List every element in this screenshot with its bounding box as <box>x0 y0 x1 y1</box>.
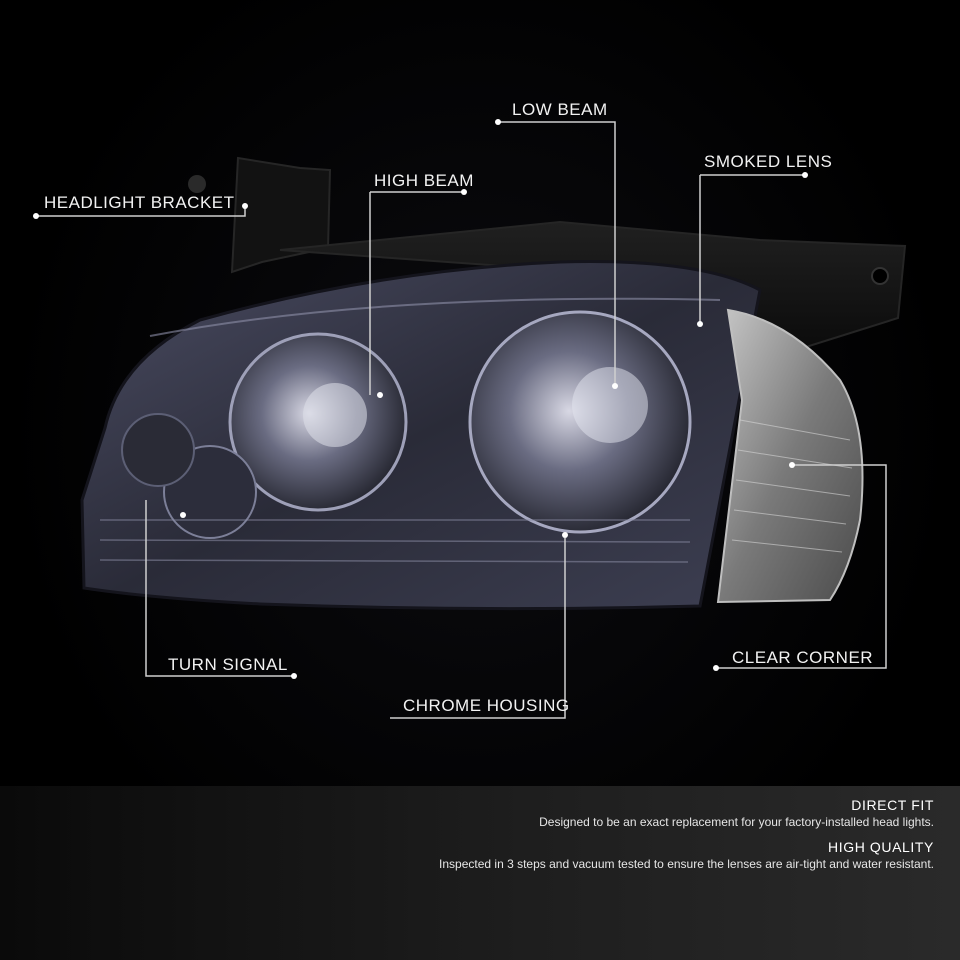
chrome-trim <box>149 297 721 337</box>
headlight-bracket-shape <box>230 156 332 274</box>
feature-band: DIRECT FIT Designed to be an exact repla… <box>0 786 960 960</box>
bracket-bolt <box>188 175 206 193</box>
low-beam-projector <box>572 367 648 443</box>
clear-corner-lamp <box>716 308 864 604</box>
callout-lines <box>36 121 887 719</box>
rear-mount-hole <box>871 267 889 285</box>
callout-smoked-lens: SMOKED LENS <box>704 152 833 171</box>
feature-description-high-quality: Inspected in 3 steps and vacuum tested t… <box>439 857 934 871</box>
callout-high-beam: HIGH BEAM <box>374 171 474 190</box>
high-beam-bulb <box>303 383 367 447</box>
chrome-housing-lines <box>99 519 691 563</box>
callout-low-beam: LOW BEAM <box>512 100 608 119</box>
callout-turn-signal: TURN SIGNAL <box>168 655 288 674</box>
callout-headlight-bracket: HEADLIGHT BRACKET <box>44 193 235 212</box>
callout-chrome-housing: CHROME HOUSING <box>403 696 570 715</box>
feature-title-high-quality: HIGH QUALITY <box>828 839 934 855</box>
feature-title-direct-fit: DIRECT FIT <box>851 797 934 813</box>
feature-description-direct-fit: Designed to be an exact replacement for … <box>539 815 934 829</box>
callout-clear-corner: CLEAR CORNER <box>732 648 874 667</box>
callout-dots <box>33 119 808 679</box>
